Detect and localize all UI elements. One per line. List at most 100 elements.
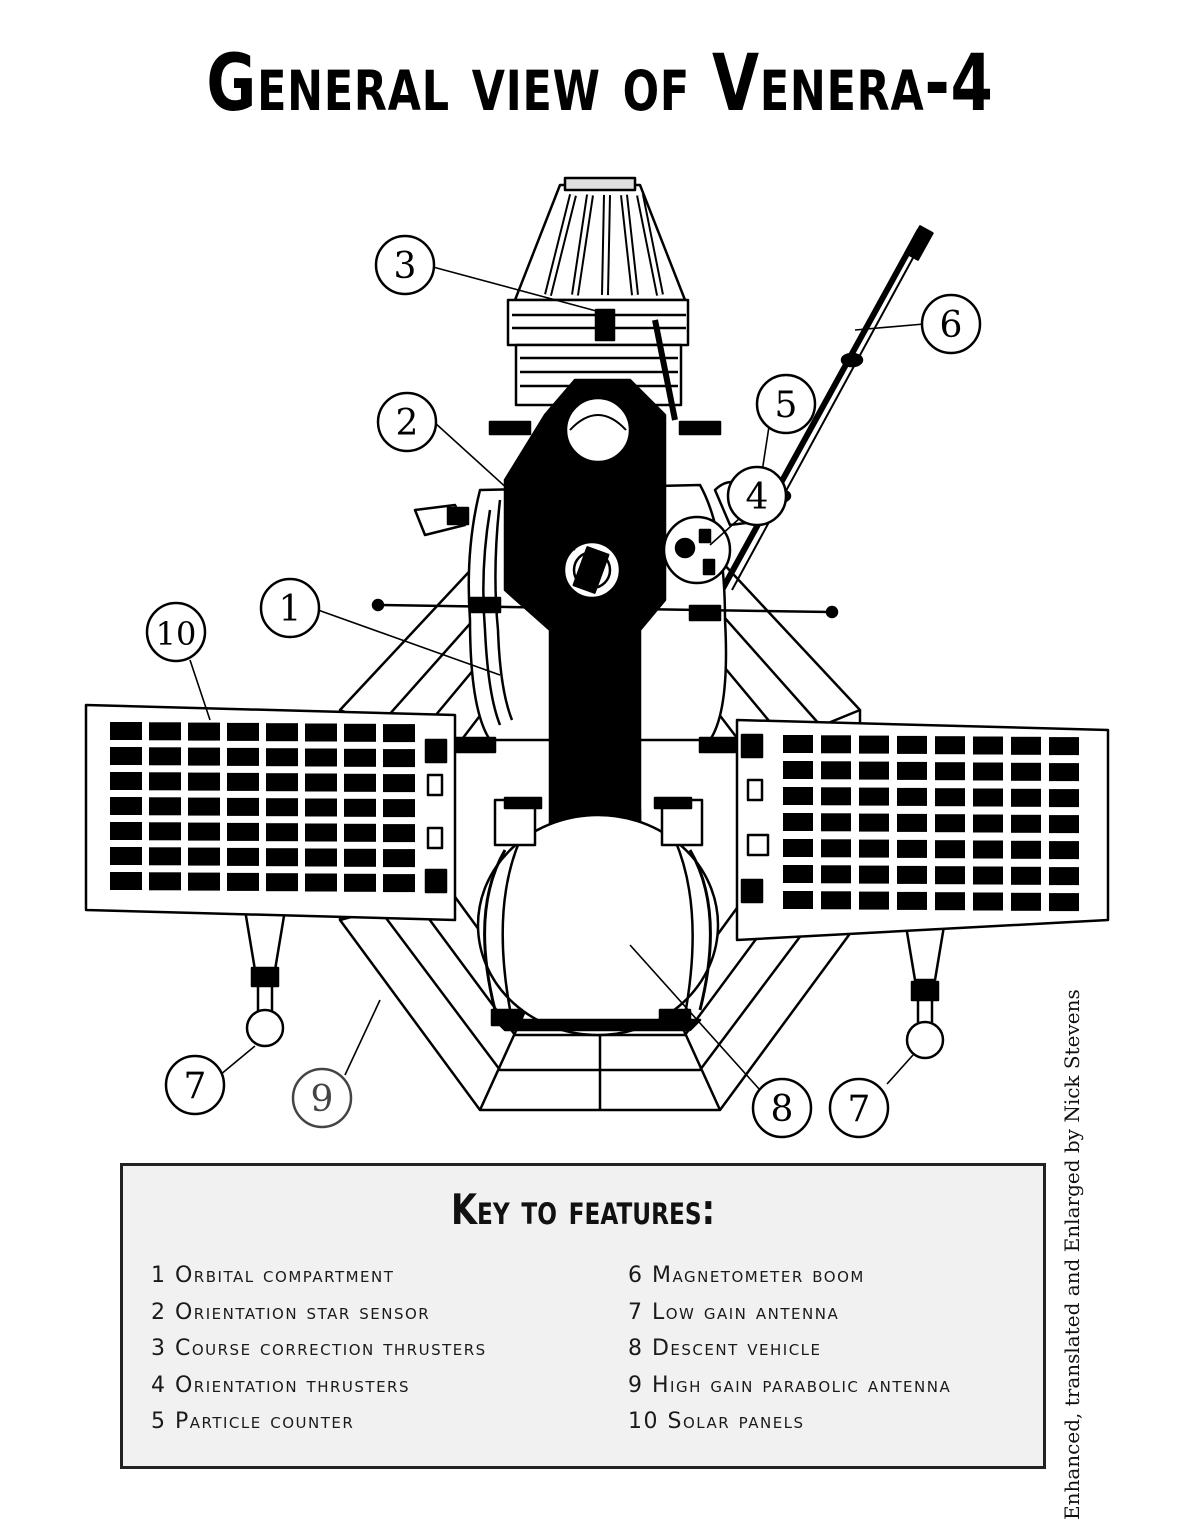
solar-cell [188,772,220,791]
key-heading: Key to features: [451,1185,715,1234]
solar-cell [344,823,376,842]
solar-cell [227,872,259,891]
solar-cell [1011,840,1041,859]
solar-cell [305,798,337,817]
solar-cell [859,865,889,884]
solar-cell [935,736,965,755]
solar-cell [383,724,415,743]
solar-cell [149,822,181,841]
solar-cell [266,798,298,817]
key-column-left: 1 Orbital compartment 2 Orientation star… [151,1258,487,1441]
callout-2: 2 [396,403,419,444]
callout-7b: 7 [848,1089,871,1130]
solar-cell [973,892,1003,911]
callout-circle-8 [751,1077,813,1139]
solar-cell [344,798,376,817]
solar-cell [821,839,851,858]
solar-cell [1011,788,1041,807]
solar-cell [897,787,927,806]
solar-cell [383,799,415,818]
callout-circle-3 [374,234,436,296]
solar-cell [305,873,337,892]
key-item: 10 Solar panels [628,1409,805,1435]
solar-cell [344,773,376,792]
solar-cell [227,772,259,791]
solar-cell [188,847,220,866]
solar-cell [188,872,220,891]
solar-cell [149,797,181,816]
solar-cell [821,865,851,884]
solar-cell [973,736,1003,755]
key-item: 6 Magnetometer boom [628,1263,865,1288]
solar-cell [821,761,851,780]
solar-cell [783,787,813,805]
solar-cell [859,787,889,806]
key-box: Key to features: 1 Orbital compartment 2… [120,1163,1046,1469]
solar-cell [859,891,889,910]
callout-circle-10 [145,601,207,663]
solar-cell [1049,841,1079,860]
solar-cell [897,891,927,910]
solar-cell [305,823,337,842]
solar-cell [973,814,1003,833]
solar-cell [383,874,415,893]
solar-cell [266,748,298,767]
callout-6: 6 [940,305,963,346]
key-column-right: 6 Magnetometer boom 7 Low gain antenna 8… [628,1258,951,1441]
solar-cell [897,735,927,754]
solar-cell [149,872,181,891]
leader-lines [189,266,925,1091]
solar-cell [383,849,415,868]
key-item: 3 Course correction thrusters [151,1336,487,1362]
solar-cell [266,823,298,842]
credit-text: Enhanced, translated and Enlarged by Nic… [1060,989,1084,1520]
callout-3: 3 [394,246,417,287]
solar-cell [149,747,181,766]
solar-cell [783,813,813,831]
solar-cell [783,891,813,909]
solar-cell [859,761,889,780]
solar-cell [935,866,965,885]
solar-cell [266,773,298,792]
solar-cell [305,773,337,792]
solar-cell [973,762,1003,781]
solar-cell [973,788,1003,807]
solar-cell [935,892,965,911]
callout-labels: 3 2 1 4 5 6 10 7 9 8 7 [156,246,963,1130]
solar-cell [110,797,142,815]
page-title: General view of Venera-4 [206,39,994,129]
magnetometer-boom [719,225,934,592]
callout-circle-6 [920,293,982,355]
key-item: 4 Orientation thrusters [151,1372,411,1398]
callout-7a: 7 [184,1066,207,1107]
key-item: 9 High gain parabolic antenna [628,1372,952,1398]
solar-cell [344,748,376,767]
solar-cell [821,891,851,910]
low-gain-antenna-left [243,908,287,1048]
solar-cell [1049,737,1079,756]
solar-cell [188,722,220,741]
solar-cell [1049,763,1079,782]
solar-cell [188,797,220,816]
solar-cell [783,735,813,753]
solar-cell [266,723,298,742]
solar-cell [859,735,889,754]
solar-cell [110,772,142,790]
solar-cell [1011,866,1041,885]
callout-1: 1 [279,589,302,630]
solar-cell [935,840,965,859]
solar-cell [1011,892,1041,911]
key-item: 5 Particle counter [151,1409,355,1435]
solar-cell [821,787,851,806]
solar-cell [344,723,376,742]
callout-circles [145,234,982,1139]
callout-10: 10 [156,615,197,653]
callout-circle-5 [755,373,817,435]
key-item: 7 Low gain antenna [628,1299,840,1325]
solar-cell [935,762,965,781]
solar-cell [973,866,1003,885]
solar-cell [110,822,142,840]
solar-cell [305,723,337,742]
solar-cell [1049,815,1079,834]
solar-cell [383,749,415,768]
